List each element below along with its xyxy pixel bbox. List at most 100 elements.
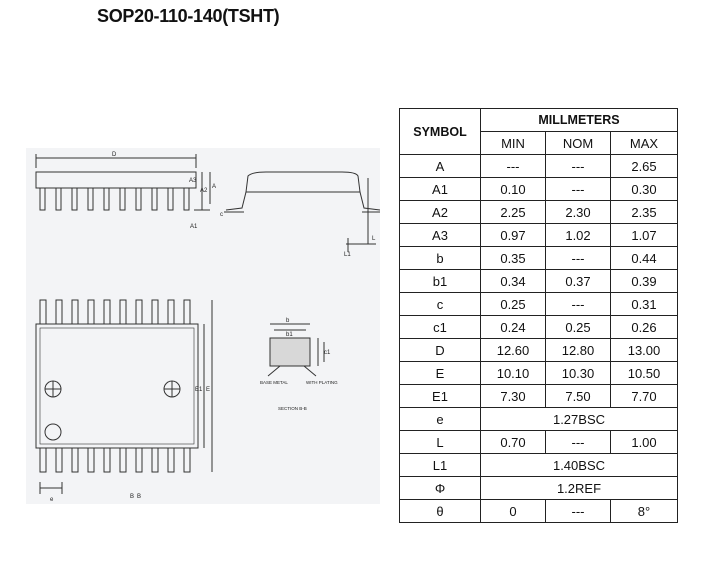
max-cell: 1.00 — [610, 430, 678, 454]
min-header: MIN — [480, 131, 546, 155]
symbol-cell: e — [399, 407, 481, 431]
label-c1: c1 — [324, 350, 331, 356]
end-view-body — [245, 171, 361, 193]
symbol-cell: E — [399, 361, 481, 385]
max-cell: 8° — [610, 499, 678, 523]
min-cell: 0.34 — [480, 269, 546, 293]
table-row: L 0.70 --- 1.00 — [399, 430, 678, 454]
top-view-leads-top — [39, 299, 191, 325]
max-cell: 13.00 — [610, 338, 678, 362]
symbol-cell: A3 — [399, 223, 481, 247]
label-D: D — [112, 152, 117, 158]
symbol-cell: L — [399, 430, 481, 454]
nom-cell: 1.02 — [545, 223, 611, 247]
table-row: D 12.60 12.80 13.00 — [399, 338, 678, 362]
symbol-cell: c — [399, 292, 481, 316]
label-base-metal: BASE METAL — [260, 380, 288, 385]
label-A1: A1 — [190, 224, 198, 230]
nom-cell: --- — [545, 499, 611, 523]
min-cell: --- — [480, 154, 546, 178]
max-cell: 7.70 — [610, 384, 678, 408]
min-cell: 0.10 — [480, 177, 546, 201]
max-cell: 0.39 — [610, 269, 678, 293]
table-row: e 1.27BSC — [399, 407, 678, 431]
table-row: b1 0.34 0.37 0.39 — [399, 269, 678, 293]
millimeters-header: MILLMETERS — [480, 108, 678, 132]
table-row: E1 7.30 7.50 7.70 — [399, 384, 678, 408]
min-cell: 0.25 — [480, 292, 546, 316]
symbol-cell: b1 — [399, 269, 481, 293]
max-cell: 0.26 — [610, 315, 678, 339]
label-A: A — [212, 184, 216, 190]
label-B: B — [130, 494, 134, 500]
package-drawing: D A3 A2 A A1 c L L1 b b1 c1 E1 E e B B B… — [26, 148, 380, 504]
package-outline-svg: D A3 A2 A A1 c L L1 b b1 c1 E1 E e B B B… — [35, 152, 380, 503]
symbol-cell: b — [399, 246, 481, 270]
table-row: c1 0.24 0.25 0.26 — [399, 315, 678, 339]
symbol-cell: A — [399, 154, 481, 178]
label-with-plating: WITH PLATING — [306, 380, 338, 385]
side-view-leads — [39, 187, 190, 211]
table-row: E 10.10 10.30 10.50 — [399, 361, 678, 385]
nom-cell: 0.37 — [545, 269, 611, 293]
table-row: A1 0.10 --- 0.30 — [399, 177, 678, 201]
nom-header: NOM — [545, 131, 611, 155]
label-A2: A2 — [200, 188, 208, 194]
label-E1: E1 — [195, 387, 203, 393]
max-cell: 2.35 — [610, 200, 678, 224]
nom-cell: 12.80 — [545, 338, 611, 362]
symbol-cell: E1 — [399, 384, 481, 408]
min-cell: 12.60 — [480, 338, 546, 362]
pin1-mark — [44, 423, 62, 441]
top-view-body — [35, 323, 199, 449]
dimension-table: SYMBOL MILLMETERS MIN NOM MAX A --- --- … — [399, 108, 678, 523]
span-cell: 1.2REF — [480, 476, 678, 500]
table-row: L1 1.40BSC — [399, 453, 678, 477]
page-title: SOP20-110-140(TSHT) — [97, 6, 280, 26]
nom-cell: --- — [545, 430, 611, 454]
symbol-cell: A2 — [399, 200, 481, 224]
min-cell: 2.25 — [480, 200, 546, 224]
label-L1: L1 — [344, 252, 351, 258]
nom-cell: 0.25 — [545, 315, 611, 339]
max-header: MAX — [610, 131, 678, 155]
span-cell: 1.40BSC — [480, 453, 678, 477]
label-A3: A3 — [189, 178, 197, 184]
min-cell: 0.70 — [480, 430, 546, 454]
max-cell: 0.30 — [610, 177, 678, 201]
nom-cell: --- — [545, 292, 611, 316]
min-cell: 10.10 — [480, 361, 546, 385]
table-row: θ 0 --- 8° — [399, 499, 678, 523]
nom-cell: --- — [545, 246, 611, 270]
min-cell: 0.24 — [480, 315, 546, 339]
table-row: Φ 1.2REF — [399, 476, 678, 500]
table-row: b 0.35 --- 0.44 — [399, 246, 678, 270]
max-cell: 0.44 — [610, 246, 678, 270]
nom-cell: --- — [545, 177, 611, 201]
nom-cell: 10.30 — [545, 361, 611, 385]
nom-cell: 2.30 — [545, 200, 611, 224]
max-cell: 2.65 — [610, 154, 678, 178]
label-B2: B — [137, 494, 141, 500]
table-row: c 0.25 --- 0.31 — [399, 292, 678, 316]
symbol-cell: D — [399, 338, 481, 362]
nom-cell: --- — [545, 154, 611, 178]
min-cell: 0.35 — [480, 246, 546, 270]
section-bb — [269, 337, 311, 367]
label-b: b — [286, 318, 290, 324]
min-cell: 0 — [480, 499, 546, 523]
table-row: A3 0.97 1.02 1.07 — [399, 223, 678, 247]
side-view-body — [35, 171, 197, 189]
label-c: c — [220, 212, 223, 218]
max-cell: 0.31 — [610, 292, 678, 316]
symbol-cell: c1 — [399, 315, 481, 339]
nom-cell: 7.50 — [545, 384, 611, 408]
symbol-cell: θ — [399, 499, 481, 523]
table-row: A --- --- 2.65 — [399, 154, 678, 178]
top-view-leads-bottom — [39, 447, 191, 473]
min-cell: 0.97 — [480, 223, 546, 247]
label-e: e — [50, 497, 54, 503]
table-row: A2 2.25 2.30 2.35 — [399, 200, 678, 224]
label-section: SECTION B-B — [278, 406, 307, 411]
symbol-cell: A1 — [399, 177, 481, 201]
